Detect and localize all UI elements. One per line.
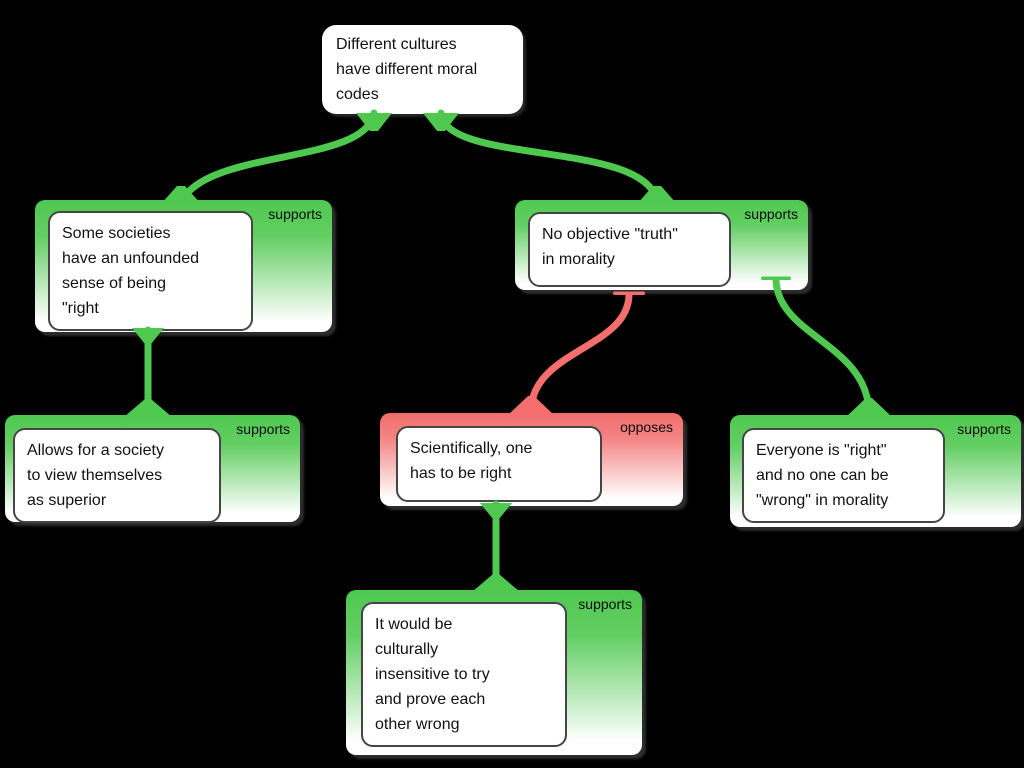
support-group-some-societies[interactable]: supports Some societies have an unfounde… [35,200,332,332]
claim-text: It would be culturally insensitive to tr… [375,616,490,733]
claim-box-everyone-right[interactable]: Everyone is "right" and no one can be "w… [742,428,945,523]
claim-box-no-objective[interactable]: No objective "truth" in morality [528,212,731,287]
relation-label: supports [957,421,1011,437]
edge-supports-everyone-right[interactable] [761,276,891,417]
claim-text: Everyone is "right" and no one can be "w… [756,442,889,509]
support-group-no-objective[interactable]: supports No objective "truth" in moralit… [515,200,808,290]
support-group-culturally-insensitive[interactable]: supports It would be culturally insensit… [346,590,642,755]
support-group-everyone-right[interactable]: supports Everyone is "right" and no one … [730,415,1021,527]
relation-label: supports [578,596,632,612]
claim-text: Scientifically, one has to be right [410,440,533,482]
claim-box-culturally-insensitive[interactable]: It would be culturally insensitive to tr… [361,602,567,747]
claim-box-root[interactable]: Different cultures have different moral … [322,25,523,114]
claim-box-allows-society[interactable]: Allows for a society to view themselves … [13,428,221,523]
edge-supports-no-objective[interactable] [423,109,677,205]
edge-supports-some-societies[interactable] [161,109,392,206]
claim-box-some-societies[interactable]: Some societies have an unfounded sense o… [48,211,253,331]
edge-supports-culturally-insensitive[interactable] [472,500,520,592]
support-group-allows-society[interactable]: supports Allows for a society to view th… [5,415,300,523]
claim-box-scientifically[interactable]: Scientifically, one has to be right [396,426,602,502]
edge-supports-allows-society[interactable] [124,326,172,417]
claim-text: Allows for a society to view themselves … [27,442,164,509]
relation-label: supports [236,421,290,437]
claim-text: Some societies have an unfounded sense o… [62,225,200,317]
claim-text: Different cultures have different moral … [336,36,478,103]
relation-label: opposes [620,419,673,435]
oppose-group-scientifically[interactable]: opposes Scientifically, one has to be ri… [380,413,683,506]
claim-text: No objective "truth" in morality [542,226,678,268]
relation-label: supports [268,206,322,222]
edge-opposes-scientifically[interactable] [509,291,645,415]
relation-label: supports [744,206,798,222]
